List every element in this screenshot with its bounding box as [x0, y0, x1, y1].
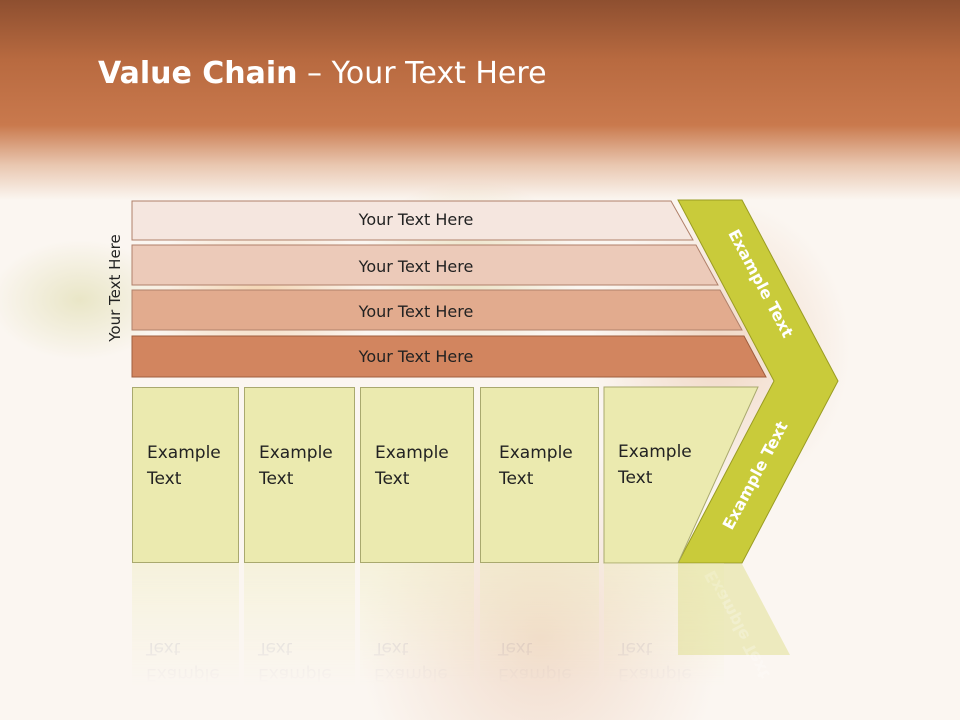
- band-1-label: Your Text Here: [358, 210, 474, 229]
- box-5: Example Text: [604, 387, 724, 563]
- band-4-label: Your Text Here: [358, 347, 474, 366]
- box-5-line1: Example: [618, 442, 692, 462]
- box-4-line2: Text: [499, 469, 534, 489]
- band-3-label: Your Text Here: [358, 302, 474, 321]
- slide-title: Value Chain – Your Text Here: [98, 56, 547, 91]
- band-4: [131, 335, 767, 378]
- band-1: [131, 200, 694, 241]
- box-1-line2: Text: [147, 469, 182, 489]
- box-4-line1: Example: [499, 443, 573, 463]
- chevron-reflection: [678, 564, 790, 655]
- header-banner: [0, 0, 960, 200]
- title-rest: – Your Text Here: [297, 56, 547, 91]
- box-3-line2: Text: [375, 469, 410, 489]
- box-5-shape: [603, 386, 759, 564]
- title-bold: Value Chain: [98, 56, 298, 91]
- box-2-line1: Example: [259, 443, 333, 463]
- box-2: Example Text: [244, 387, 355, 563]
- box-2-line2: Text: [259, 469, 294, 489]
- box-4: Example Text: [480, 387, 599, 563]
- box-3: Example Text: [360, 387, 474, 563]
- box-1: Example Text: [132, 387, 239, 563]
- box-3-line1: Example: [375, 443, 449, 463]
- band-2-label: Your Text Here: [358, 257, 474, 276]
- box-5-line2: Text: [618, 468, 653, 488]
- box-1-line1: Example: [147, 443, 221, 463]
- chevron-arrow: [677, 199, 839, 564]
- band-3: [131, 289, 743, 331]
- band-2: [131, 244, 719, 286]
